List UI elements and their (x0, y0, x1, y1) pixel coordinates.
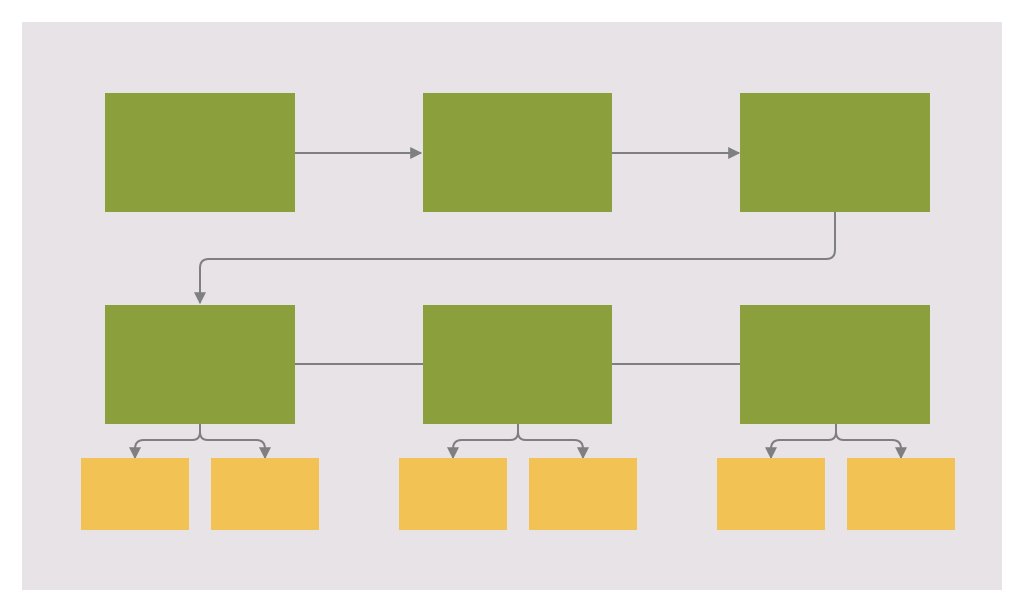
process-box-1[interactable] (105, 93, 295, 212)
branch-box6-left (765, 424, 837, 460)
sub-box-4[interactable] (529, 458, 637, 530)
sub-box-5[interactable] (717, 458, 825, 530)
branch-box5-left (447, 424, 519, 460)
row-1 (105, 93, 930, 212)
branch-box4-left (129, 424, 201, 460)
sub-box-2[interactable] (211, 458, 319, 530)
sub-box-1[interactable] (81, 458, 189, 530)
sub-box-3[interactable] (399, 458, 507, 530)
branch-box4-right (199, 431, 271, 460)
process-box-5[interactable] (423, 305, 612, 424)
process-box-2[interactable] (423, 93, 612, 212)
arrow-box3-to-box4 (194, 212, 836, 305)
process-box-4[interactable] (105, 305, 295, 424)
connectors (129, 147, 907, 460)
branch-box5-right (517, 431, 589, 460)
process-box-3[interactable] (740, 93, 930, 212)
branch-box6-right (835, 431, 907, 460)
row-2 (105, 305, 930, 424)
process-box-6[interactable] (740, 305, 930, 424)
sub-box-6[interactable] (847, 458, 955, 530)
sub-boxes (81, 458, 955, 530)
